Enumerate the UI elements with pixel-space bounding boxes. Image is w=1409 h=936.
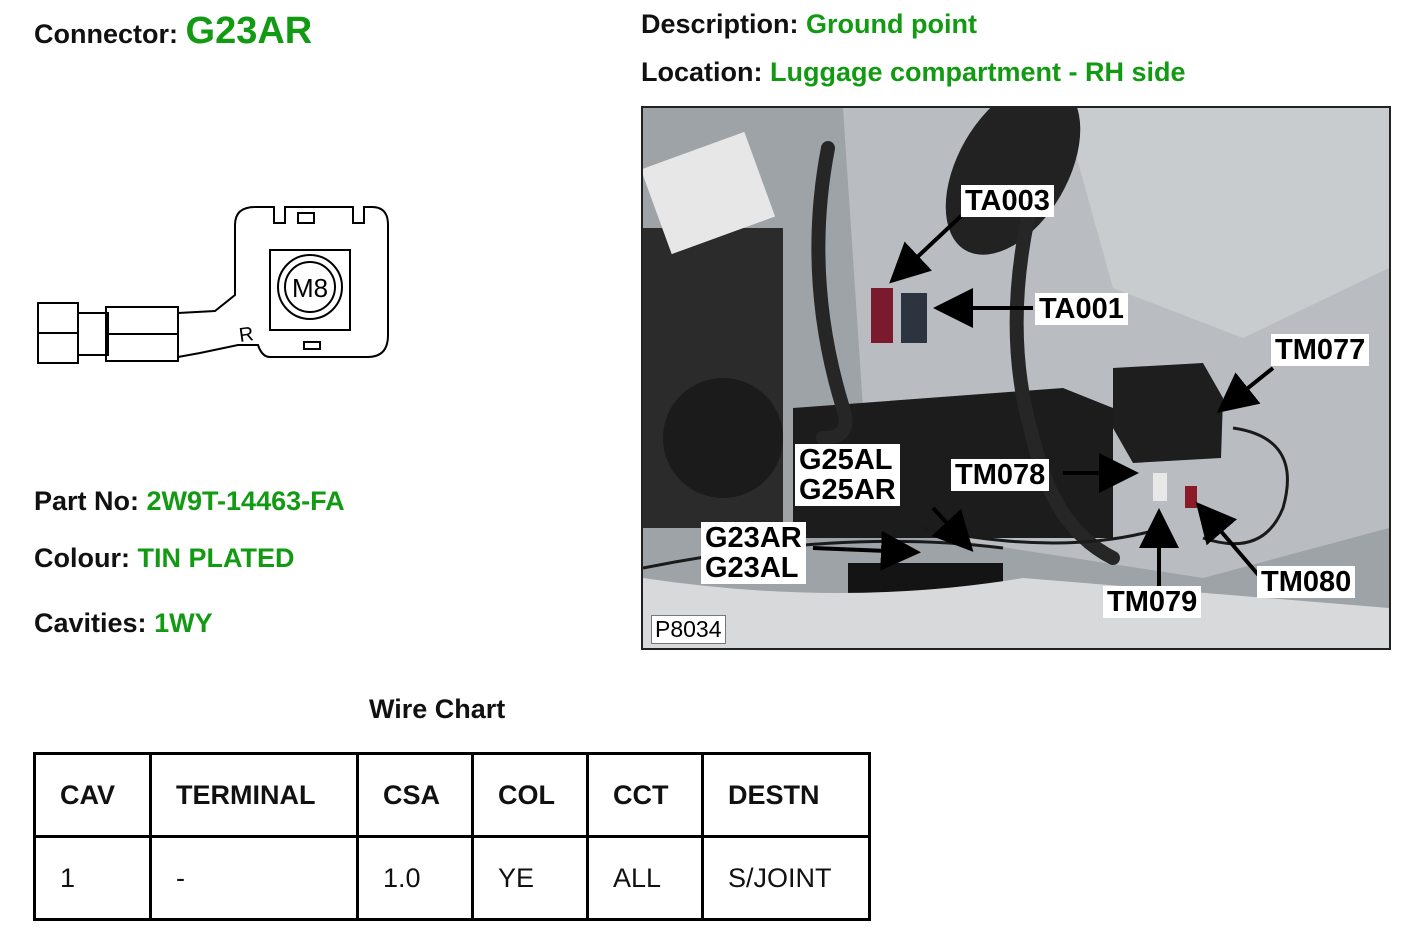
cell-csa: 1.0 xyxy=(356,835,474,921)
header-cct: CCT xyxy=(586,752,704,838)
header-col: COL xyxy=(471,752,589,838)
description-line: Description: Ground point xyxy=(641,9,977,40)
cell-cct: ALL xyxy=(586,835,704,921)
cell-col: YE xyxy=(471,835,589,921)
description-value: Ground point xyxy=(806,9,977,39)
header-csa: CSA xyxy=(356,752,474,838)
wire-chart-title: Wire Chart xyxy=(369,694,506,724)
callout-ta001: TA001 xyxy=(1035,293,1128,325)
part-number-line: Part No: 2W9T-14463-FA xyxy=(34,486,345,517)
location-line: Location: Luggage compartment - RH side xyxy=(641,57,1186,88)
callout-tm077: TM077 xyxy=(1271,334,1370,366)
cavities-line: Cavities: 1WY xyxy=(34,608,213,639)
location-photo: TA003 TA001 TM077 TM078 G25AL G25AR G23A… xyxy=(641,106,1391,650)
callout-g25al: G25AL xyxy=(799,444,893,476)
part-number-label: Part No: xyxy=(34,486,140,516)
callout-tm078: TM078 xyxy=(951,459,1050,491)
wire-chart-header-row: CAV TERMINAL CSA COL CCT DESTN xyxy=(33,752,871,838)
connector-heading: Connector: G23AR xyxy=(34,10,312,53)
colour-line: Colour: TIN PLATED xyxy=(34,543,295,574)
cavities-label: Cavities: xyxy=(34,608,147,638)
connector-label: Connector: xyxy=(34,19,178,49)
location-value: Luggage compartment - RH side xyxy=(770,57,1186,87)
colour-label: Colour: xyxy=(34,543,130,573)
table-row: 1 - 1.0 YE ALL S/JOINT xyxy=(33,835,871,921)
callout-g23ar-g23al: G23AR G23AL xyxy=(701,522,806,584)
wire-chart-table: CAV TERMINAL CSA COL CCT DESTN 1 - 1.0 Y… xyxy=(33,752,871,921)
callout-ta003: TA003 xyxy=(961,185,1054,217)
cavities-value: 1WY xyxy=(154,608,213,638)
callout-g23al: G23AL xyxy=(705,552,799,584)
callout-g25al-g25ar: G25AL G25AR xyxy=(795,444,900,506)
location-label: Location: xyxy=(641,57,763,87)
callout-g25ar: G25AR xyxy=(799,474,896,506)
terminal-mark-text: R xyxy=(238,323,255,347)
colour-value: TIN PLATED xyxy=(137,543,295,573)
cell-destn: S/JOINT xyxy=(701,835,871,921)
callout-g23ar: G23AR xyxy=(705,522,802,554)
cell-terminal: - xyxy=(149,835,359,921)
description-label: Description: xyxy=(641,9,799,39)
stud-size-text: M8 xyxy=(292,273,328,303)
header-terminal: TERMINAL xyxy=(149,752,359,838)
part-number-value: 2W9T-14463-FA xyxy=(146,486,345,516)
figure-id: P8034 xyxy=(651,615,726,644)
callout-tm080: TM080 xyxy=(1257,566,1356,598)
terminal-drawing: M8 R xyxy=(30,195,400,380)
cell-cav: 1 xyxy=(33,835,152,921)
callout-tm079: TM079 xyxy=(1103,586,1202,618)
header-cav: CAV xyxy=(33,752,152,838)
header-destn: DESTN xyxy=(701,752,871,838)
connector-value: G23AR xyxy=(185,10,313,52)
